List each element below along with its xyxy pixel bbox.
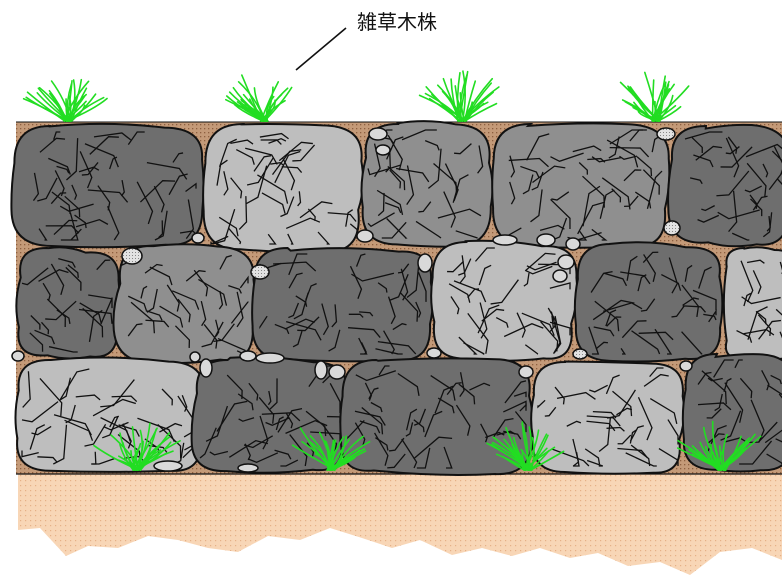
pebble-icon xyxy=(557,254,575,270)
pebble-icon xyxy=(552,269,568,283)
pebble-icon xyxy=(492,234,518,246)
pebble-icon xyxy=(121,247,143,265)
weed-callout-label: 雑草木株 xyxy=(357,10,437,34)
pebble-icon xyxy=(153,460,183,472)
pebble-icon xyxy=(11,350,25,362)
pebble-icon xyxy=(255,352,285,364)
weed-tuft-icon xyxy=(22,78,108,122)
stone-icon xyxy=(339,357,535,476)
stone-icon xyxy=(202,122,365,254)
stones xyxy=(10,120,782,476)
pebble-icon xyxy=(656,127,676,141)
stone-icon xyxy=(667,123,782,248)
ground-layer xyxy=(18,472,782,575)
stone-icon xyxy=(15,246,121,360)
pebble-icon xyxy=(518,365,534,379)
pebble-icon xyxy=(191,232,205,244)
stone-icon xyxy=(251,246,434,363)
pebble-icon xyxy=(679,360,693,372)
pebble-icon xyxy=(417,253,433,273)
pebble-icon xyxy=(314,360,328,380)
pebble-icon xyxy=(368,127,388,141)
stone-icon xyxy=(190,355,350,474)
pebble-icon xyxy=(237,463,259,473)
pebble-icon xyxy=(663,220,681,236)
pebble-icon xyxy=(356,229,374,243)
stone-icon xyxy=(530,360,686,475)
pebble-icon xyxy=(199,358,213,378)
pebble-icon xyxy=(239,350,257,362)
weed-tuft-icon xyxy=(93,422,181,471)
stone-icon xyxy=(722,246,782,362)
weed-tuft-icon xyxy=(486,421,565,471)
pebble-icon xyxy=(572,348,588,360)
pebble-icon xyxy=(565,237,581,251)
weed-tuft-icon xyxy=(418,70,500,122)
pebble-icon xyxy=(536,233,556,247)
stone-icon xyxy=(112,243,257,365)
stone-icon xyxy=(10,122,205,249)
stone-icon xyxy=(491,122,671,249)
weed-tuft-icon xyxy=(619,71,690,122)
stone-icon xyxy=(573,241,724,363)
weed-tuft-icon xyxy=(224,74,293,122)
stone-icon xyxy=(430,239,579,362)
weeds xyxy=(22,70,762,471)
pebble-icon xyxy=(250,264,270,280)
stone-icon xyxy=(14,356,207,473)
pebbles xyxy=(11,127,693,473)
pebble-icon xyxy=(426,347,442,359)
callout-line xyxy=(295,27,347,71)
weed-tuft-icon xyxy=(291,427,371,471)
pebble-icon xyxy=(375,144,391,156)
stone-icon xyxy=(360,120,494,248)
pebble-icon xyxy=(328,364,346,380)
weed-tuft-icon xyxy=(676,420,762,471)
pebble-icon xyxy=(189,351,201,363)
